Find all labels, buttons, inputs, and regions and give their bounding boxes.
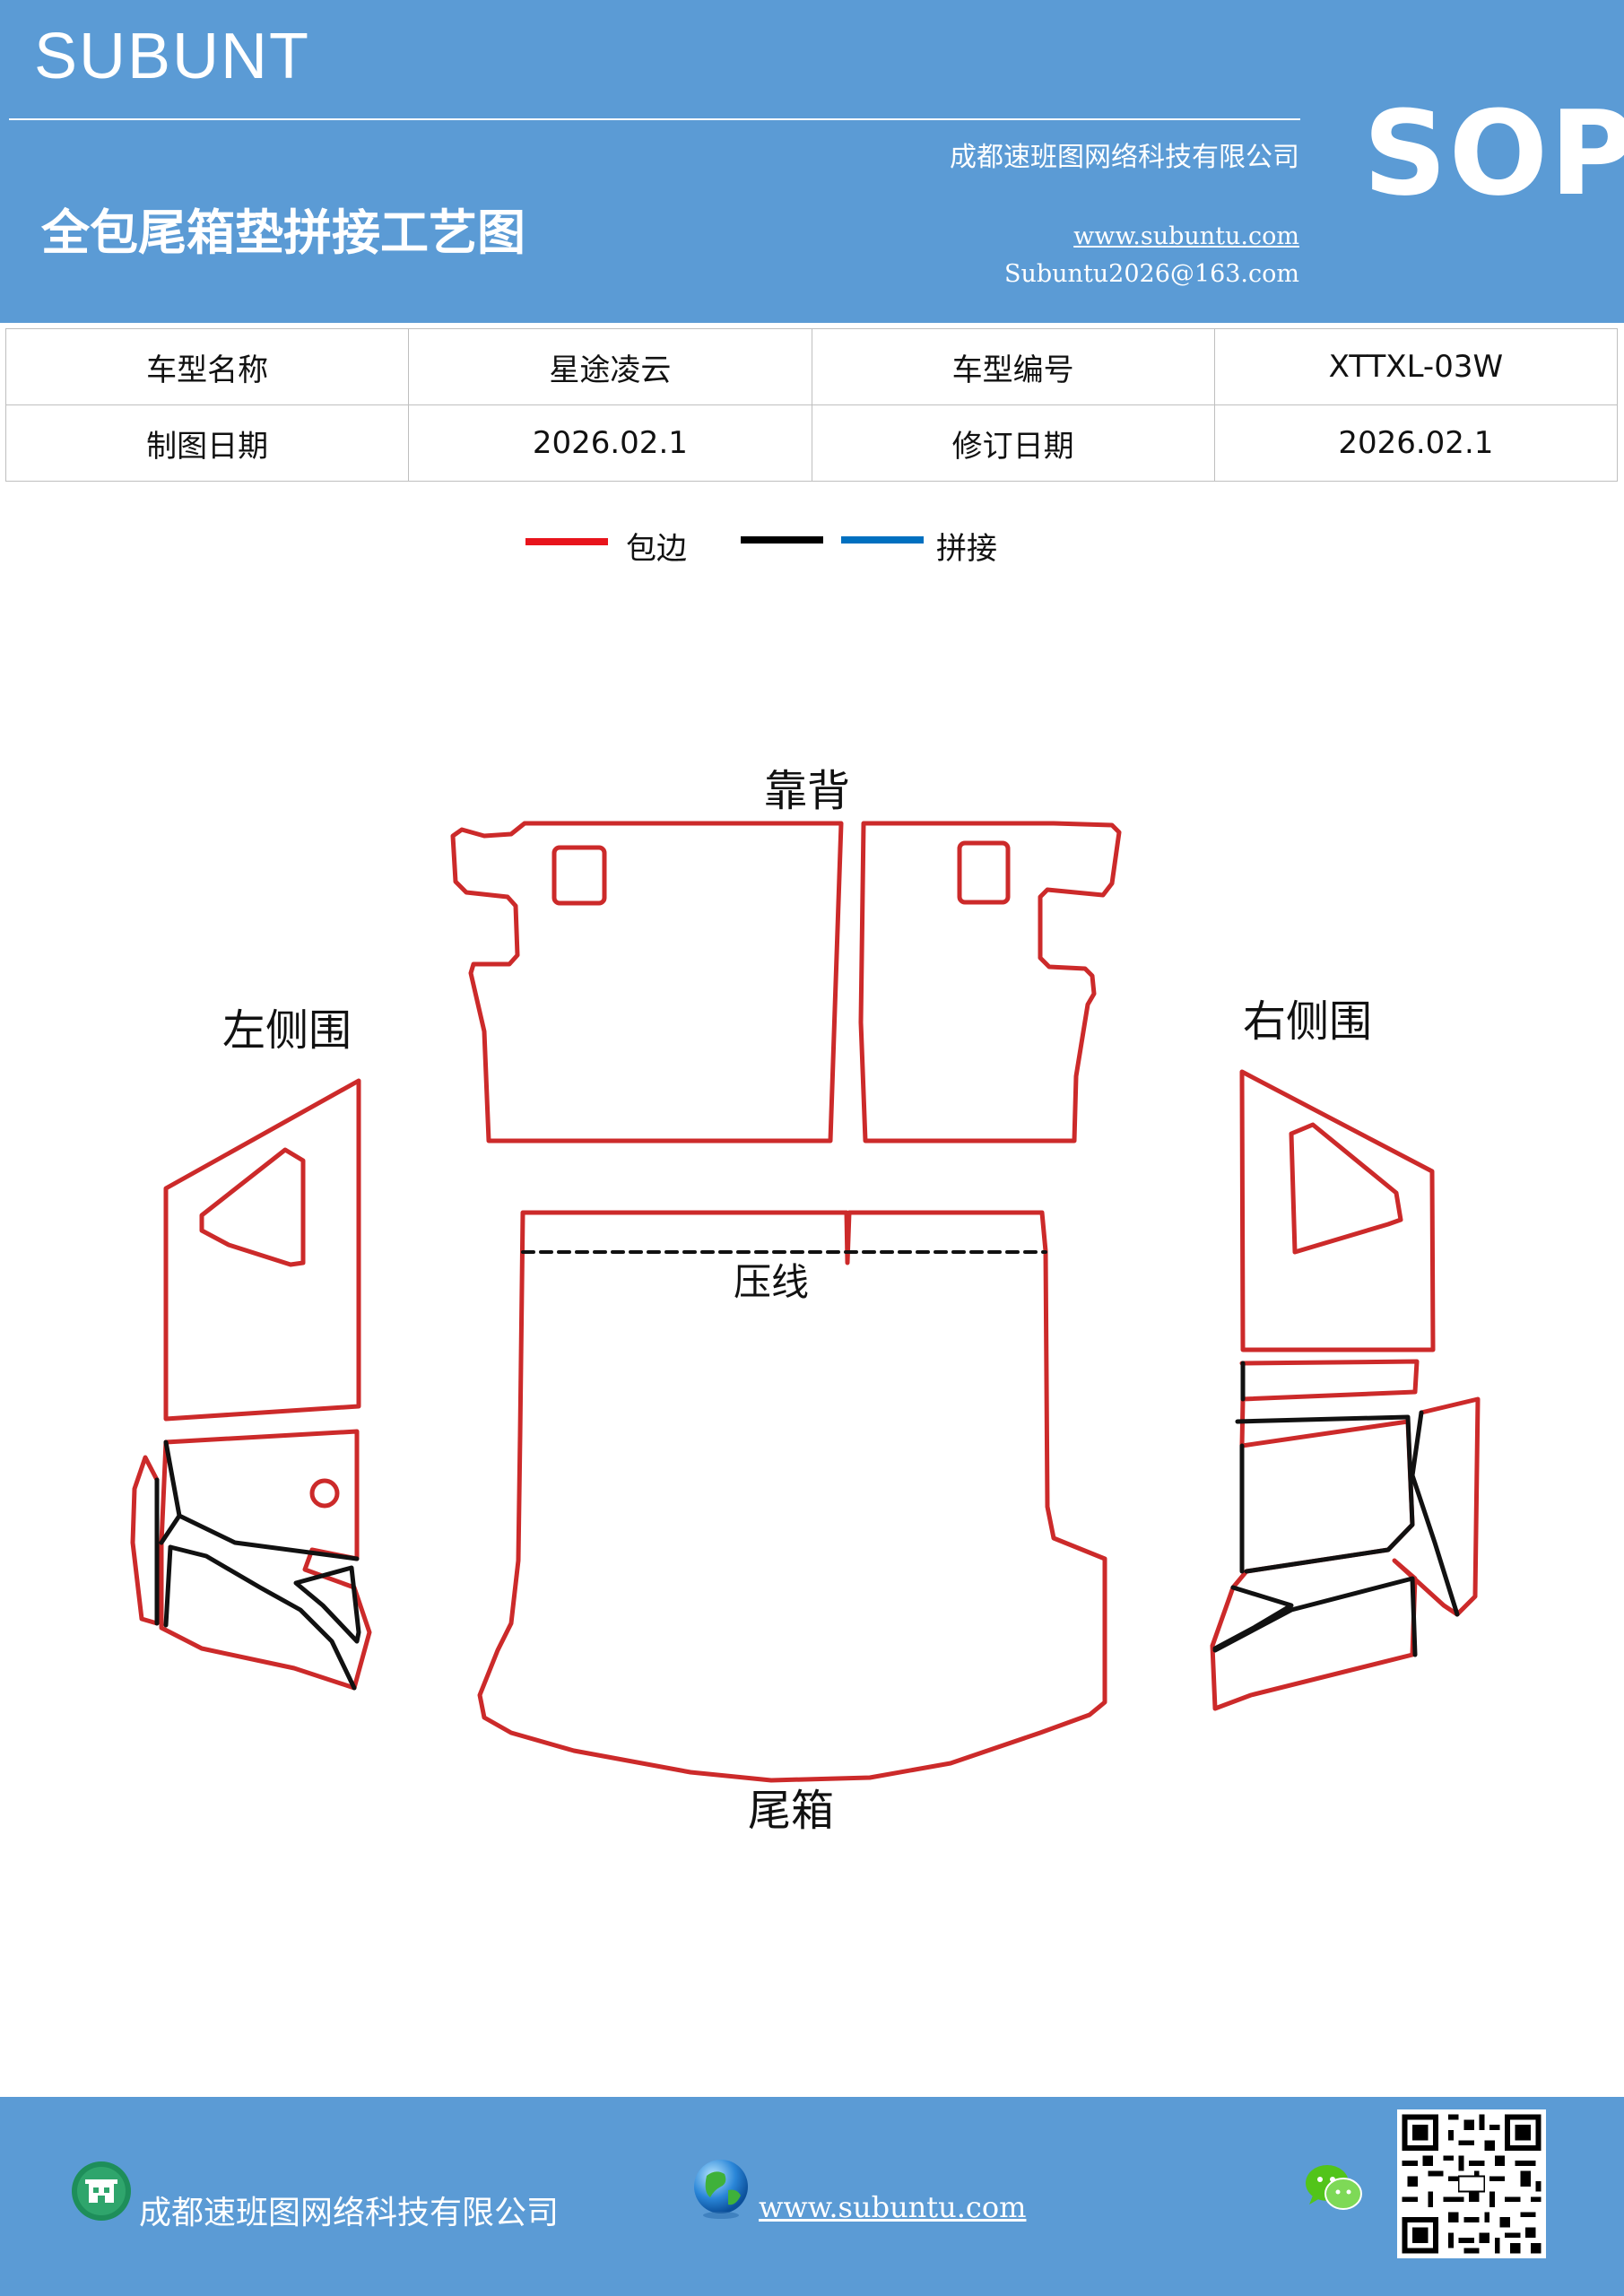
right-side-top-piece: [1239, 1069, 1436, 1352]
left-side-window: [199, 1147, 306, 1267]
legend-label-edging: 包边: [626, 531, 687, 567]
label-drawing-date: 制图日期: [4, 404, 410, 482]
header-band: [0, 0, 1624, 323]
legend-swatch-black: [741, 536, 823, 544]
globe-icon: [694, 2160, 748, 2219]
label-model-name: 车型名称: [4, 328, 410, 405]
company-name: 成都速班图网络科技有限公司: [950, 142, 1299, 173]
table-row: 车型名称 星途凌云 车型编号 XTTXL-03W: [4, 328, 1619, 405]
value-model-name: 星途凌云: [408, 328, 812, 405]
left-seam-5: [293, 1565, 361, 1644]
vehicle-info-table: 车型名称 星途凌云 车型编号 XTTXL-03W 制图日期 2026.02.1 …: [4, 328, 1619, 482]
trunk-mat-diagram: 靠背 左侧围 右侧围 压线 尾箱: [130, 766, 1481, 1836]
left-side-flap: [130, 1455, 160, 1626]
footer-company-name: 成都速班图网络科技有限公司: [139, 2195, 560, 2231]
label-revision-date: 修订日期: [811, 404, 1215, 482]
left-side-top-piece: [163, 1078, 361, 1422]
right-seam-4: [1410, 1410, 1460, 1617]
left-side-lower-piece: [159, 1429, 372, 1691]
backrest-right-window: [957, 840, 1011, 905]
left-seam-1: [163, 1439, 360, 1561]
label-trunk: 尾箱: [748, 1786, 834, 1836]
label-backrest: 靠背: [764, 766, 850, 816]
brand-logo-text: SUBUNT: [34, 21, 311, 92]
label-left-side: 左侧围: [222, 1005, 352, 1056]
website-link[interactable]: www.subuntu.com: [1073, 222, 1299, 250]
right-seam-6: [1212, 1585, 1294, 1651]
left-side-hole: [309, 1478, 340, 1509]
qr-code[interactable]: [1397, 2109, 1546, 2258]
trunk-floor-piece: [477, 1210, 1107, 1783]
right-seam-2: [1235, 1414, 1415, 1574]
legend-swatch-red: [525, 538, 608, 545]
table-row: 制图日期 2026.02.1 修订日期 2026.02.1: [4, 404, 1619, 482]
left-seam-3: [163, 1544, 173, 1628]
right-side-lower-piece: [1210, 1359, 1481, 1711]
label-press-line: 压线: [734, 1260, 809, 1304]
sop-badge: SOP: [1363, 85, 1624, 222]
document-title: 全包尾箱垫拼接工艺图: [41, 204, 525, 261]
email-address: Subuntu2026@163.com: [1004, 260, 1299, 288]
label-model-code: 车型编号: [811, 328, 1215, 405]
right-side-window: [1289, 1122, 1403, 1255]
label-right-side: 右侧围: [1243, 996, 1372, 1047]
value-revision-date: 2026.02.1: [1213, 404, 1619, 482]
backrest-right-piece: [858, 821, 1122, 1144]
legend-label-splice: 拼接: [936, 531, 997, 567]
header-divider: [9, 118, 1300, 120]
building-icon: [72, 2161, 131, 2221]
left-seam-2: [159, 1513, 182, 1545]
backrest-left-window: [551, 845, 607, 906]
footer-website-link[interactable]: www.subuntu.com: [759, 2190, 1027, 2224]
value-drawing-date: 2026.02.1: [408, 404, 812, 482]
left-seam-4: [168, 1544, 357, 1691]
wechat-icon: [1306, 2165, 1362, 2210]
legend-swatch-blue: [841, 536, 924, 544]
backrest-left-piece: [450, 821, 844, 1144]
value-model-code: XTTXL-03W: [1213, 328, 1619, 405]
